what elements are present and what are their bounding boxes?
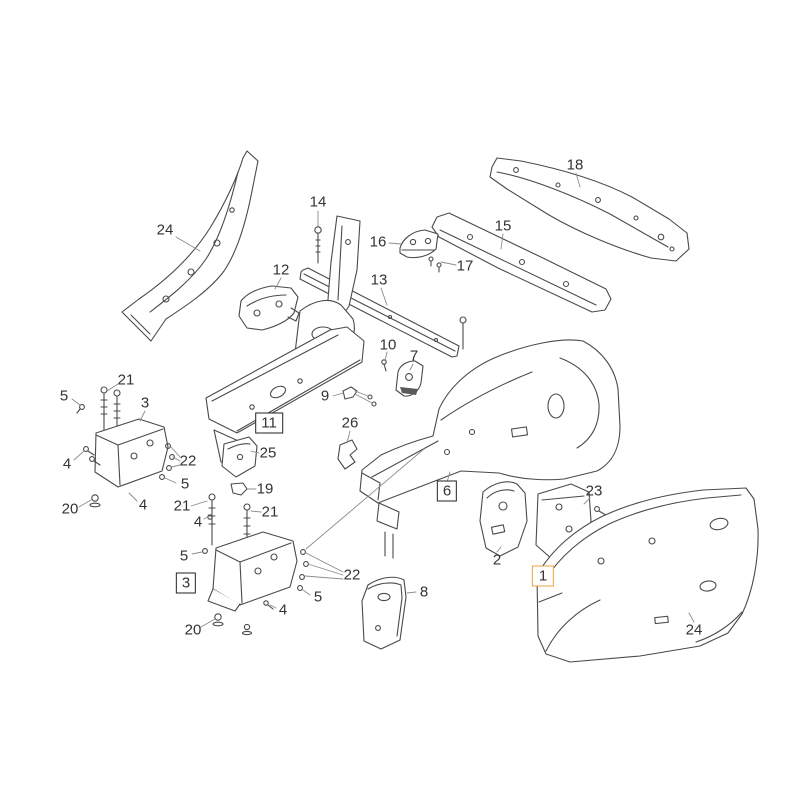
part-callout-12[interactable]: 12 [272,261,290,279]
part-callout-2[interactable]: 2 [492,551,502,569]
part-callout-4[interactable]: 4 [278,601,288,619]
part-callout-26[interactable]: 26 [341,414,359,432]
part-19-clip-art [230,482,248,496]
part-callout-7[interactable]: 7 [409,347,419,365]
part-callout-8[interactable]: 8 [419,583,429,601]
part-10-screw-art [381,359,387,372]
part-callout-6[interactable]: 6 [436,480,458,502]
part-callout-14[interactable]: 14 [309,193,327,211]
part-callout-21[interactable]: 21 [173,497,191,515]
part-14-bolt-art [314,226,322,264]
fastener-bolt-art [459,316,467,350]
leader-lines [71,172,695,628]
part-callout-18[interactable]: 18 [566,156,584,174]
part-callout-23[interactable]: 23 [585,482,603,500]
part-callout-15[interactable]: 15 [494,217,512,235]
part-3-bracket-assembly-upper-art [76,386,175,508]
part-callout-20[interactable]: 20 [184,621,202,639]
part-callout-22[interactable]: 22 [343,566,361,584]
part-12-bracket-art [238,285,300,331]
part-callout-19[interactable]: 19 [256,480,274,498]
part-callout-3[interactable]: 3 [140,394,150,412]
part-16-bracket-art [399,229,439,259]
part-callout-20[interactable]: 20 [61,500,79,518]
part-callout-4[interactable]: 4 [138,496,148,514]
part-callout-5[interactable]: 5 [179,547,189,565]
part-callout-17[interactable]: 17 [456,257,474,275]
part-callout-13[interactable]: 13 [370,271,388,289]
part-callout-11[interactable]: 11 [255,412,283,434]
part-callout-10[interactable]: 10 [379,336,397,354]
part-callout-5[interactable]: 5 [59,387,69,405]
part-callout-25[interactable]: 25 [259,444,277,462]
part-17-screws-art [428,256,442,273]
part-callout-3[interactable]: 3 [175,572,197,594]
part-callout-5[interactable]: 5 [180,475,190,493]
part-26-clip-art [337,439,358,470]
part-3-bracket-assembly-lower-art [202,493,309,636]
part-callout-1[interactable]: 1 [531,565,555,587]
part-callout-5[interactable]: 5 [313,588,323,606]
part-24-outer-panel-art [536,487,759,663]
part-24-inner-panel-art [121,150,259,342]
part-callout-24[interactable]: 24 [685,621,703,639]
part-callout-22[interactable]: 22 [179,452,197,470]
part-callout-21[interactable]: 21 [261,503,279,521]
part-6-side-member-art [359,339,621,559]
part-callout-4[interactable]: 4 [193,513,203,531]
part-callout-21[interactable]: 21 [117,371,135,389]
part-18-top-rail-art [489,157,690,262]
part-2-bracket-art [479,481,528,557]
part-callout-16[interactable]: 16 [369,233,387,251]
part-25-bracket-art [221,436,258,478]
part-callout-4[interactable]: 4 [62,455,72,473]
part-callout-24[interactable]: 24 [156,221,174,239]
part-callout-9[interactable]: 9 [320,387,330,405]
part-8-panel-art [361,576,407,650]
part-7-bracket-art [395,360,424,397]
